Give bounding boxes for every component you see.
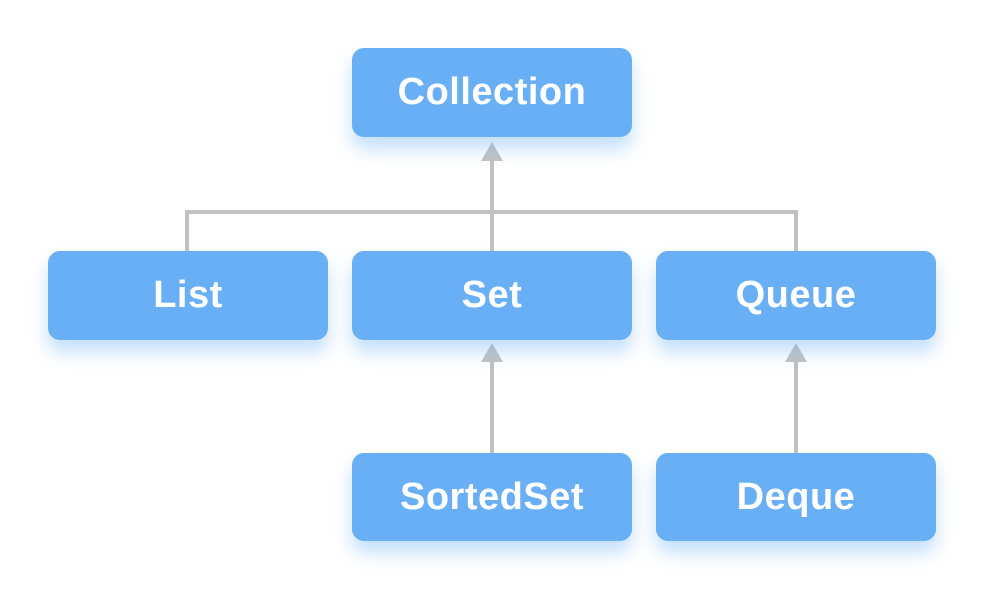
arrowhead-to-set <box>481 343 503 362</box>
arrowhead-to-collection <box>481 142 503 161</box>
node-queue-label: Queue <box>735 274 857 316</box>
node-sortedset: SortedSet <box>352 453 632 541</box>
node-collection-label: Collection <box>397 71 587 113</box>
arrowhead-to-queue <box>785 343 807 362</box>
node-set-label: Set <box>461 274 523 316</box>
node-collection: Collection <box>352 48 632 137</box>
node-set: Set <box>352 251 632 340</box>
edge-list-collection-bracket <box>185 210 798 251</box>
node-list-label: List <box>153 274 223 316</box>
node-queue: Queue <box>656 251 936 340</box>
node-sortedset-label: SortedSet <box>400 475 584 518</box>
node-list: List <box>48 251 328 340</box>
node-deque: Deque <box>656 453 936 541</box>
node-deque-label: Deque <box>736 475 856 518</box>
